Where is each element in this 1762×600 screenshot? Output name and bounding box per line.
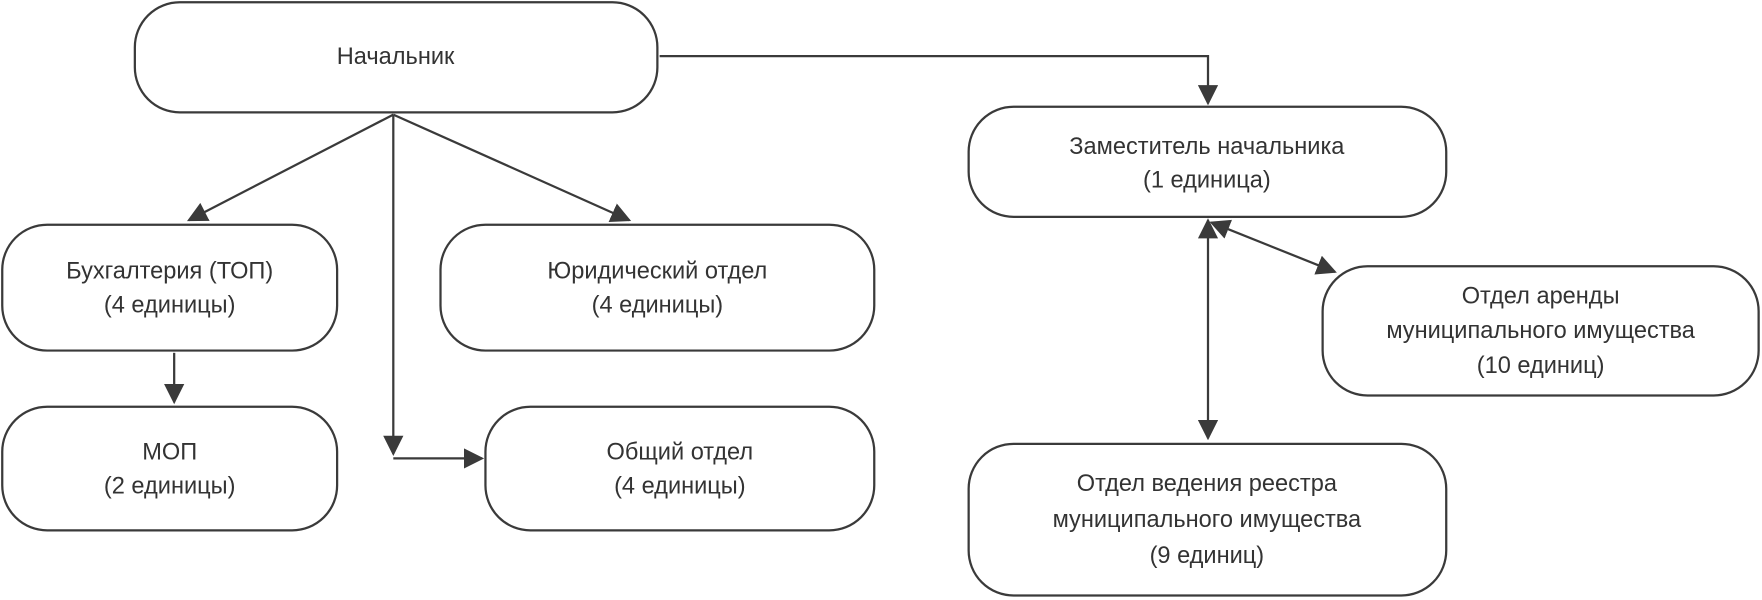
- node-label: Юридический отдел: [547, 258, 767, 284]
- node-count: (10 единиц): [1477, 352, 1605, 378]
- node-registry: Отдел ведения реестра муниципального иму…: [967, 442, 1448, 597]
- node-count: (9 единиц): [1150, 542, 1265, 568]
- node-accounting: Бухгалтерия (ТОП) (4 единицы): [1, 223, 339, 352]
- node-deputy: Заместитель начальника (1 единица): [967, 105, 1448, 218]
- node-count: (1 единица): [1143, 167, 1271, 193]
- node-label: Общий отдел: [607, 439, 754, 465]
- node-label: Отдел ведения реестра: [1077, 470, 1338, 496]
- node-general: Общий отдел (4 единицы): [484, 405, 876, 532]
- node-count: (4 единицы): [104, 291, 236, 317]
- node-count: (2 единицы): [104, 472, 236, 498]
- node-count: (4 единицы): [592, 291, 724, 317]
- node-label: МОП: [142, 439, 197, 465]
- node-label-2: муниципального имущества: [1053, 506, 1362, 532]
- node-legal: Юридический отдел (4 единицы): [439, 223, 876, 352]
- node-rent: Отдел аренды муниципального имущества (1…: [1321, 265, 1760, 397]
- node-label: Заместитель начальника: [1069, 133, 1345, 159]
- arrow-chief-to-legal: [392, 113, 632, 223]
- node-label: Начальник: [337, 43, 455, 69]
- arrow-chief-to-accounting: [186, 113, 394, 222]
- arrow-deputy-rent: [1209, 219, 1337, 275]
- arrow-chief-to-deputy: [659, 55, 1219, 106]
- node-mop: МОП (2 единицы): [1, 405, 339, 532]
- node-label: Отдел аренды: [1462, 282, 1620, 308]
- node-label-2: муниципального имущества: [1386, 317, 1695, 343]
- node-label: Бухгалтерия (ТОП): [66, 258, 273, 284]
- node-chief: Начальник: [133, 1, 659, 114]
- node-count: (4 единицы): [614, 472, 746, 498]
